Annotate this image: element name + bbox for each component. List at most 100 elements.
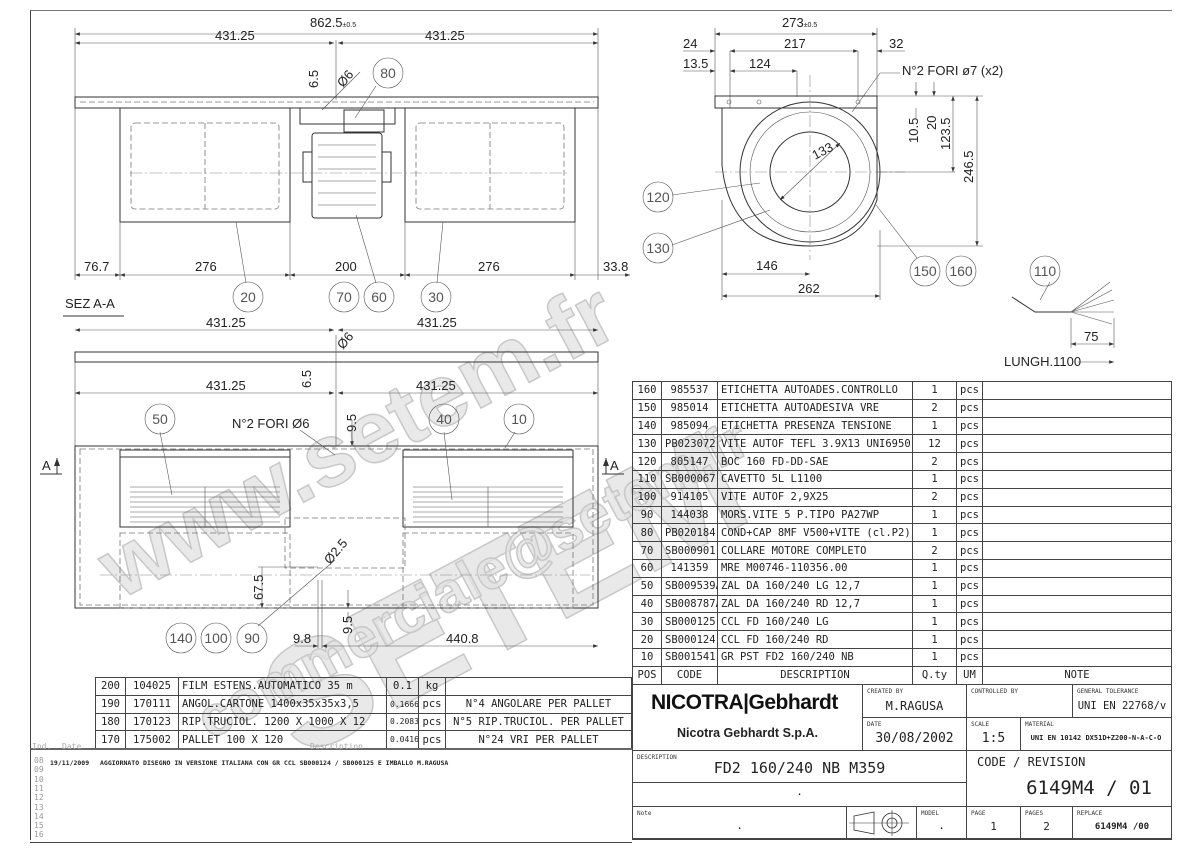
revision-number: 16 [34,830,44,840]
balloon-90: 90 [244,630,260,646]
balloon-110: 110 [1034,263,1057,279]
replace-value: 6149M4 /00 [1094,822,1150,832]
pack-cell-note: N°24 VRI PER PALLET [445,730,632,750]
bom-cell-code: 141359 [661,558,718,578]
model-cell: MODEL . [917,807,967,839]
balloon-130: 130 [646,240,670,256]
dim-overall: 862.5±0.5 [310,15,356,30]
bom-cell-um: pcs [956,594,983,614]
scale-label: SCALE [971,721,990,728]
section-view-a-a: 862.5±0.5 431.25 431.25 6.5 Ø6 [63,15,630,317]
bom-cell-qty: 1 [912,469,957,489]
bom-cell-note [982,381,1172,400]
pack-cell-note: N°5 RIP.TRUCIOL. PER PALLET [445,712,632,732]
bom-cell-description: COLLARE MOTORE COMPLETO [717,541,913,560]
bom-cell-code: SB001541 [661,647,718,667]
bom-cell-description: ZAL DA 160/240 LG 12,7 [717,576,913,596]
dim-146: 146 [756,258,778,273]
revision-number: 14 [34,811,44,821]
bom-cell-um: pcs [956,612,983,632]
bom-cell-qty: 1 [912,558,957,578]
note-cell: Note . [633,807,847,839]
bom-cell-qty: 1 [912,416,957,436]
dim-273: 273±0.5 [782,15,817,30]
pack-cell-description: FILM ESTENS.AUTOMATICO 35 m [178,677,387,696]
material-value: UNI EN 10142 DX51D+Z200-N-A-C-O [1030,734,1162,742]
balloon-10: 10 [511,411,527,427]
pack-cell-um: pcs [418,694,446,714]
bom-cell-note [982,647,1172,667]
bom-cell-description: ZAL DA 160/240 RD 12,7 [717,594,913,614]
bom-cell-code: 805147 [661,452,718,471]
created-by-value: M.RAGUSA [885,699,944,713]
note-label: Note [637,810,652,817]
bom-cell-note [982,469,1172,489]
description2-value: . [796,785,803,798]
dim-24: 24 [683,36,697,51]
page-cell: PAGE 1 [967,807,1021,839]
code-revision-label: CODE / REVISION [977,755,1086,769]
dim-276-right: 276 [478,259,500,274]
bom-cell-description: GR PST FD2 160/240 NB [717,647,913,667]
dim-plan-half-right: 431.25 [416,378,456,393]
bom-cell-code: SB000125 [661,612,718,632]
dim-bar-phi6: Ø6 [334,329,357,352]
bom-cell-pos: 160 [632,381,662,400]
balloon-100: 100 [204,630,228,646]
grille-left [119,449,291,528]
bom-cell-pos: 10 [632,647,662,667]
holes-note-phi7: N°2 FORI ø7 (x2) [902,63,1003,78]
bom-cell-qty: 2 [912,541,957,560]
pages-cell: PAGES 2 [1021,807,1073,839]
revision-date: 19/11/2009 [50,759,90,767]
dim-32: 32 [889,36,903,51]
balloon-70: 70 [336,289,352,305]
pack-cell-description: ANGOL.CARTONE 1400x35x35x3,5 [178,694,387,714]
logo-cell: NICOTRA|Gebhardt Nicotra Gebhardt S.p.A. [633,685,863,751]
fan-housing-left [119,107,291,223]
scroll-housing [721,108,878,247]
bom-cell-qty: 1 [912,647,957,667]
bom-cell-um: pcs [956,523,983,543]
bom-cell-note [982,558,1172,578]
pack-cell-pos: 200 [95,677,126,696]
bom-cell-pos: 60 [632,558,662,578]
bom-cell-qty: 1 [912,523,957,543]
dim-276-left: 276 [195,259,217,274]
dim-123-5: 123.5 [938,117,953,150]
description-value: FD2 160/240 NB M359 [713,759,886,777]
replace-label: REPLACE [1077,810,1103,817]
bom-cell-code: PB020184 [661,523,718,543]
revision-description: AGGIORNATO DISEGNO IN VERSIONE ITALIANA … [100,759,449,767]
bom-cell-qty: 12 [912,434,957,454]
holes-note-phi6: N°2 FORI Ø6 [232,416,309,431]
bom-cell-code: SB009539A [661,576,718,596]
dim-13-5: 13.5 [683,56,708,71]
dim-bar-left: 431.25 [206,315,246,330]
tolerance-cell: GENERAL TOLERANCE UNI EN 22768/v [1073,685,1171,718]
bom-cell-note [982,630,1172,649]
bom-cell-note [982,612,1172,632]
bom-cell-qty: 1 [912,505,957,525]
pack-cell-description: PALLET 100 X 120 [178,730,387,750]
pack-cell-pos: 170 [95,730,126,750]
scale-cell: SCALE 1:5 [967,718,1021,751]
dim-half-right: 431.25 [425,28,465,43]
bom-cell-code: 985537 [661,381,718,400]
balloon-40: 40 [436,411,452,427]
dim-246-5: 246.5 [961,150,976,183]
bom-cell-description: CAVETTO 5L L1100 [717,469,913,489]
bom-cell-pos: 100 [632,487,662,507]
bom-cell-pos: 80 [632,523,662,543]
dim-75: 75 [1084,329,1098,344]
revision-number: 12 [34,793,44,803]
